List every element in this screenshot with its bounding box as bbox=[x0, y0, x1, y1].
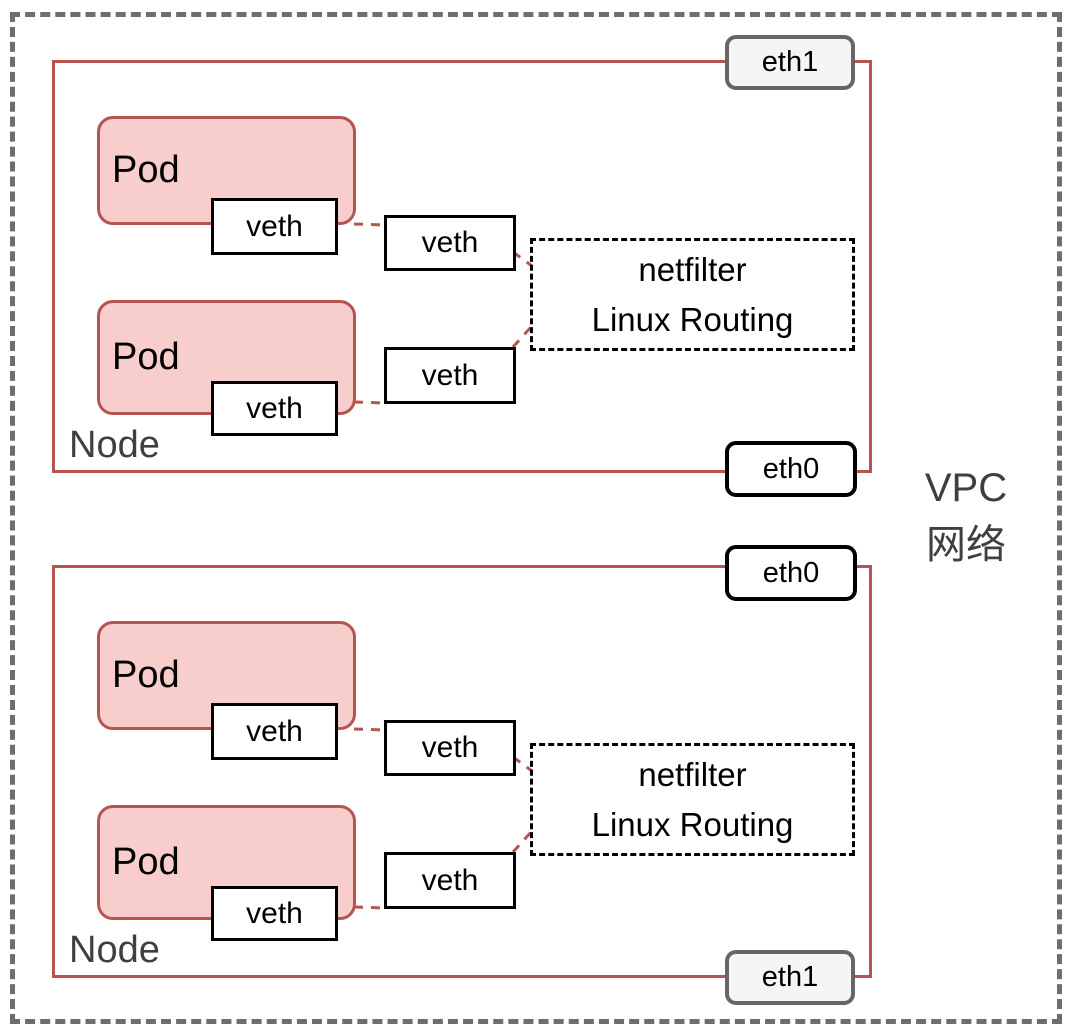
node-label: Node bbox=[69, 929, 160, 971]
vpc-label-line1: VPC bbox=[924, 466, 1008, 510]
node-label: Node bbox=[69, 424, 160, 466]
netfilter-label: netfilter bbox=[638, 251, 747, 288]
eth-interface-badge: eth1 bbox=[725, 950, 855, 1005]
node-1: Pod Pod veth veth veth veth netfilter Li… bbox=[52, 60, 872, 473]
pod-label: Pod bbox=[112, 336, 180, 378]
pod-label: Pod bbox=[112, 149, 180, 191]
node-2: Pod Pod veth veth veth veth netfilter Li… bbox=[52, 565, 872, 978]
netfilter-label: netfilter bbox=[638, 756, 747, 793]
netfilter-routing-box: netfilter Linux Routing bbox=[530, 743, 855, 856]
vpc-label-line2: 网络 bbox=[926, 522, 1006, 567]
vpc-network-boundary bbox=[10, 12, 1062, 1024]
pod-label: Pod bbox=[112, 654, 180, 696]
netfilter-routing-box: netfilter Linux Routing bbox=[530, 238, 855, 351]
pod-veth-box: veth bbox=[211, 886, 338, 941]
linux-routing-label: Linux Routing bbox=[591, 805, 794, 843]
pod-veth-box: veth bbox=[211, 198, 338, 255]
host-veth-box: veth bbox=[384, 720, 516, 776]
host-veth-box: veth bbox=[384, 215, 516, 271]
pod-veth-box: veth bbox=[211, 381, 338, 436]
vpc-network-label: VPC 网络 bbox=[900, 460, 1032, 574]
eth-interface-badge: eth1 bbox=[725, 35, 855, 90]
pod-label: Pod bbox=[112, 841, 180, 883]
eth-interface-badge: eth0 bbox=[725, 441, 857, 497]
host-veth-box: veth bbox=[384, 347, 516, 404]
eth-interface-badge: eth0 bbox=[725, 545, 857, 601]
linux-routing-label: Linux Routing bbox=[591, 300, 794, 338]
host-veth-box: veth bbox=[384, 852, 516, 909]
pod-veth-box: veth bbox=[211, 703, 338, 760]
